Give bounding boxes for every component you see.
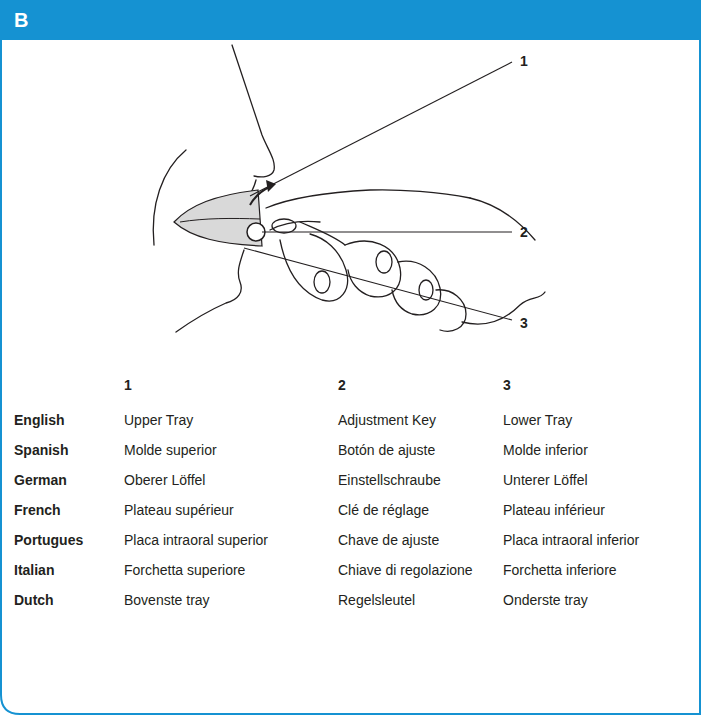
language-name: German <box>14 471 67 489</box>
callout-number: 1 <box>520 52 528 70</box>
table-cell: Unterer Löffel <box>503 471 588 489</box>
little-finger <box>436 290 466 331</box>
cheek-contour <box>153 150 186 245</box>
table-cell: Clé de réglage <box>338 501 429 519</box>
leader-line <box>262 231 512 232</box>
table-cell: Botón de ajuste <box>338 441 435 459</box>
column-header: 3 <box>503 376 511 394</box>
language-name: Portugues <box>14 531 83 549</box>
table-cell: Chave de ajuste <box>338 531 439 549</box>
table-cell: Regelsleutel <box>338 591 415 609</box>
palm-line <box>300 222 345 245</box>
language-name: English <box>14 411 65 429</box>
middle-finger <box>345 241 401 297</box>
header-bar <box>0 0 701 40</box>
table-cell: Bovenste tray <box>124 591 210 609</box>
thumb-tip <box>272 219 296 233</box>
tray-split <box>180 218 260 222</box>
table-cell: Placa intraoral superior <box>124 531 268 549</box>
column-header: 1 <box>124 376 132 394</box>
table-cell: Chiave di regolazione <box>338 561 473 579</box>
table-cell: Einstellschraube <box>338 471 441 489</box>
ring-finger <box>392 261 441 315</box>
language-name: French <box>14 501 61 519</box>
leader-line <box>250 62 512 196</box>
wrist-bottom <box>462 292 545 324</box>
nose-profile <box>232 45 274 177</box>
table-cell: Adjustment Key <box>338 411 436 429</box>
table-cell: Upper Tray <box>124 411 193 429</box>
table-cell: Placa intraoral inferior <box>503 531 639 549</box>
table-cell: Onderste tray <box>503 591 588 609</box>
fingernail <box>376 251 392 273</box>
table-cell: Oberer Löffel <box>124 471 205 489</box>
table-cell: Forchetta superiore <box>124 561 245 579</box>
callout-number: 2 <box>520 223 528 241</box>
index-finger <box>280 234 348 301</box>
arrow-head <box>266 180 276 192</box>
language-name: Dutch <box>14 591 54 609</box>
table-cell: Plateau inférieur <box>503 501 605 519</box>
table-cell: Forchetta inferiore <box>503 561 617 579</box>
thumb-top <box>266 190 470 208</box>
leader-line <box>244 248 512 320</box>
language-name: Spanish <box>14 441 68 459</box>
fingernail <box>314 271 330 293</box>
column-header: 2 <box>338 376 346 394</box>
table-cell: Molde superior <box>124 441 217 459</box>
callout-number: 3 <box>520 314 528 332</box>
wrist-top <box>470 198 535 240</box>
table-cell: Molde inferior <box>503 441 588 459</box>
panel-letter: B <box>14 8 28 32</box>
table-cell: Plateau supérieur <box>124 501 234 519</box>
table-cell: Lower Tray <box>503 411 572 429</box>
language-name: Italian <box>14 561 54 579</box>
chin-profile <box>176 250 244 332</box>
